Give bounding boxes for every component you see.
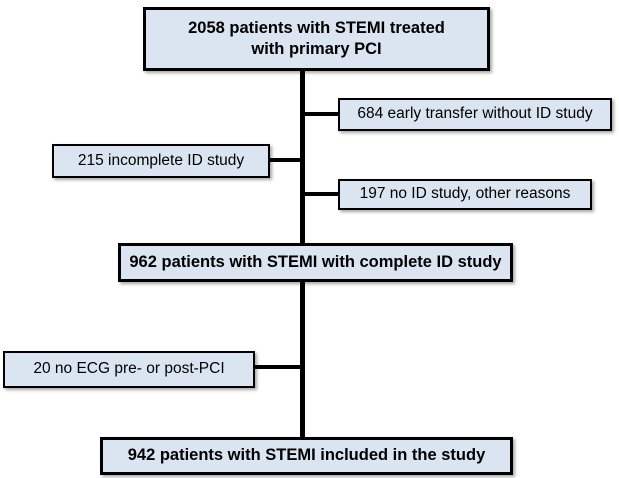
box-no-ecg-exclusion: 20 no ECG pre- or post-PCI — [3, 351, 255, 388]
connector-branch-early-transfer — [303, 112, 339, 116]
connector-branch-no-ecg — [253, 365, 302, 369]
box-no-id-other-label: 197 no ID study, other reasons — [359, 185, 571, 203]
box-included-label: 942 patients with STEMI included in the … — [127, 446, 486, 465]
connector-branch-no-id-other — [303, 192, 339, 196]
box-no-ecg-label: 20 no ECG pre- or post-PCI — [33, 360, 225, 378]
box-incomplete-id-label: 215 incomplete ID study — [77, 151, 245, 169]
connector-trunk-upper — [300, 70, 305, 244]
box-included-in-study: 942 patients with STEMI included in the … — [100, 437, 513, 475]
box-complete-id-study: 962 patients with STEMI with complete ID… — [118, 243, 513, 282]
box-no-id-other-exclusion: 197 no ID study, other reasons — [338, 179, 592, 210]
connector-trunk-lower — [300, 281, 305, 438]
box-early-transfer-exclusion: 684 early transfer without ID study — [338, 98, 612, 131]
box-early-transfer-label: 684 early transfer without ID study — [357, 105, 593, 123]
connector-branch-incomplete-id — [268, 158, 302, 162]
box-total-patients: 2058 patients with STEMI treated with pr… — [143, 7, 490, 71]
box-complete-id-label: 962 patients with STEMI with complete ID… — [129, 252, 502, 271]
box-incomplete-id-exclusion: 215 incomplete ID study — [52, 144, 270, 178]
box-total-patients-label: 2058 patients with STEMI treated with pr… — [188, 18, 445, 58]
